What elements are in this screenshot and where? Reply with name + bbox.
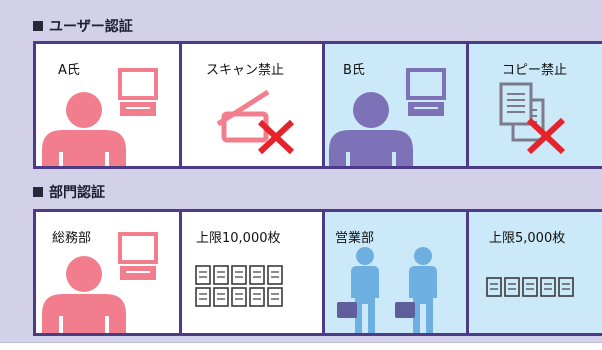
cell-label: スキャン禁止 xyxy=(206,63,285,78)
cell-user-a: A氏 xyxy=(36,44,182,166)
paper-stack-icon xyxy=(486,277,574,297)
section-title-text: 部門認証 xyxy=(49,185,105,201)
salespeople-icon xyxy=(337,247,437,333)
copy-prohibited-icon xyxy=(499,82,566,155)
section-title-text: ユーザー認証 xyxy=(49,19,133,35)
square-bullet-icon xyxy=(33,21,43,31)
paper-stack-icon xyxy=(195,265,283,307)
cell-label: B氏 xyxy=(343,63,365,78)
section-title-dept-auth: 部門認証 xyxy=(33,182,105,202)
scanner-prohibited-icon xyxy=(216,89,295,155)
cell-limit-10000: 上限10,000枚 xyxy=(182,212,325,333)
person-with-pc-icon xyxy=(42,232,158,333)
cell-label: 営業部 xyxy=(335,231,375,246)
cell-limit-5000: 上限5,000枚 xyxy=(469,212,602,333)
cell-user-b: B氏 xyxy=(325,44,469,166)
cell-sales-dept: 営業部 xyxy=(325,212,469,333)
cell-label: コピー禁止 xyxy=(502,63,568,78)
square-bullet-icon xyxy=(33,187,43,197)
person-with-pc-icon xyxy=(42,68,158,166)
user-auth-row: A氏 スキャン禁止 B氏 xyxy=(33,41,602,169)
cell-general-affairs: 総務部 xyxy=(36,212,182,333)
cell-scan-prohibited: スキャン禁止 xyxy=(182,44,325,166)
cell-label: 上限5,000枚 xyxy=(489,231,566,246)
dept-auth-row: 総務部 上限10,000枚 xyxy=(33,209,602,336)
cell-label: A氏 xyxy=(58,63,80,78)
cell-label: 上限10,000枚 xyxy=(196,231,281,246)
person-with-pc-icon xyxy=(329,68,446,166)
cell-copy-prohibited: コピー禁止 xyxy=(469,44,602,166)
cell-label: 総務部 xyxy=(52,231,92,246)
section-title-user-auth: ユーザー認証 xyxy=(33,16,133,36)
